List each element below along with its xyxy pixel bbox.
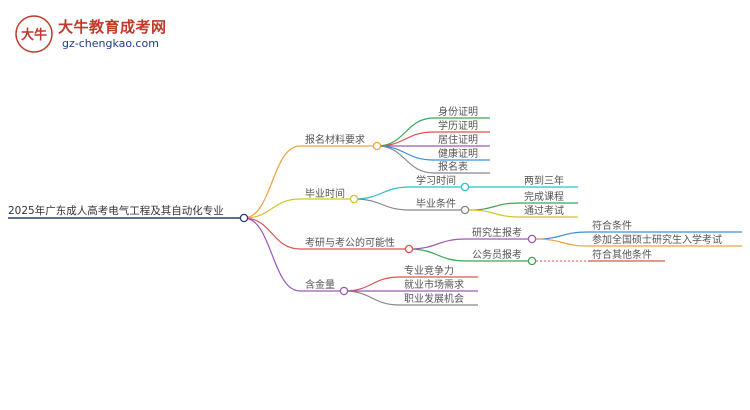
edge-grad-1 <box>535 238 589 247</box>
edge-material-4 <box>376 145 435 174</box>
leaf-national-grad-exam: 参加全国硕士研究生入学考试 <box>592 233 722 246</box>
edge-grad-0 <box>535 231 589 240</box>
brand-name: 大牛教育成考网 <box>58 18 167 36</box>
logo-glyph: 大牛 <box>21 27 47 43</box>
material-id: 身份证明 <box>438 105 478 118</box>
material-education: 学历证明 <box>438 119 478 132</box>
branch-value: 含金量 <box>305 278 335 291</box>
edge-root-time <box>243 198 301 219</box>
edge-exams-civil <box>408 248 467 262</box>
site-domain: gz-chengkao.com <box>62 37 159 50</box>
edge-condition-1 <box>468 209 521 218</box>
time-node-dot <box>349 194 359 204</box>
node-grad-exam: 研究生报考 <box>472 226 522 239</box>
edge-time-study <box>353 186 411 200</box>
edge-root-exams <box>243 217 301 250</box>
mind-map-node-dots <box>239 141 537 296</box>
value-node-dot <box>339 286 349 296</box>
leaf-meet-conditions: 符合条件 <box>592 219 632 232</box>
edge-exams-grad <box>408 238 467 250</box>
study-node-dot <box>460 182 470 192</box>
edge-condition-0 <box>468 202 521 211</box>
edge-root-materials <box>243 145 301 219</box>
edge-value-0 <box>343 276 401 292</box>
ox-logo-icon: 大牛 <box>15 15 53 53</box>
root-node-dot <box>239 213 249 223</box>
grad-node-dot <box>527 234 537 244</box>
material-health: 健康证明 <box>438 147 478 160</box>
branch-graduation-time: 毕业时间 <box>305 187 345 200</box>
site-logo: 大牛 大牛教育成考网 gz-chengkao.com <box>14 14 194 58</box>
branch-materials: 报名材料要求 <box>305 133 365 146</box>
conditions-node-dot <box>460 205 470 215</box>
node-graduation-conditions: 毕业条件 <box>416 197 456 210</box>
node-study-time: 学习时间 <box>416 174 456 187</box>
materials-node-dot <box>372 141 382 151</box>
branch-exam-possibility: 考研与考公的可能性 <box>305 236 395 249</box>
edge-material-1 <box>376 131 435 147</box>
edge-time-conditions <box>353 198 411 211</box>
leaf-pass-exams: 通过考试 <box>524 204 564 217</box>
leaf-career-development: 职业发展机会 <box>404 292 464 305</box>
material-residence: 居住证明 <box>438 133 478 146</box>
edge-value-2 <box>343 290 401 306</box>
leaf-market-demand: 就业市场需求 <box>404 278 464 291</box>
leaf-two-three-years: 两到三年 <box>524 174 564 187</box>
leaf-other-conditions: 符合其他条件 <box>592 248 652 261</box>
exams-node-dot <box>404 244 414 254</box>
leaf-competitiveness: 专业竞争力 <box>404 264 454 277</box>
mind-map-underlines <box>8 117 742 306</box>
mind-map-edges <box>243 117 589 306</box>
leaf-complete-courses: 完成课程 <box>524 190 564 203</box>
root-topic: 2025年广东成人高考电气工程及其自动化专业 <box>8 204 224 217</box>
edge-root-value <box>243 217 301 292</box>
civil-node-dot <box>527 256 537 266</box>
edge-material-3 <box>376 145 435 161</box>
node-civil-exam: 公务员报考 <box>472 248 522 261</box>
material-form: 报名表 <box>438 160 468 173</box>
